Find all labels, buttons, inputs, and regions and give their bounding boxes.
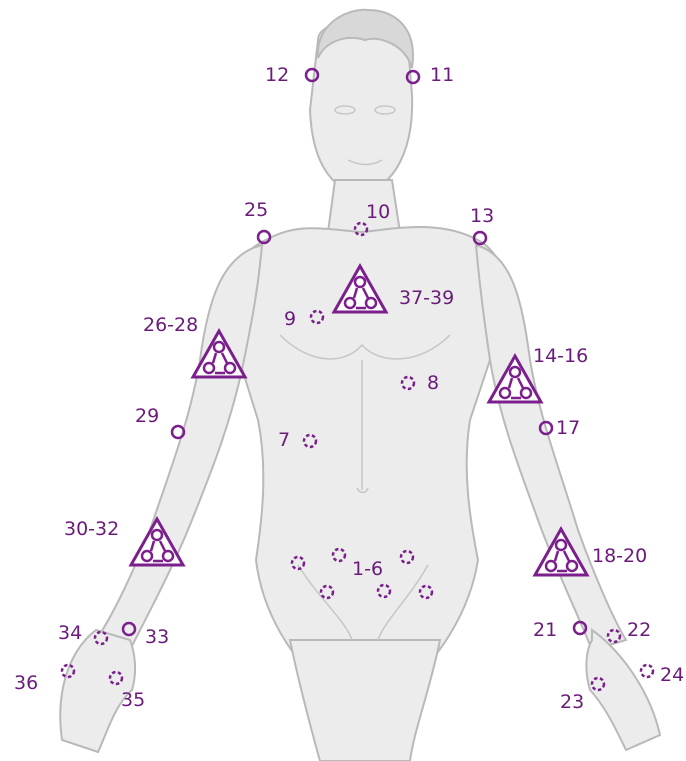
label-34: 34 — [58, 622, 82, 644]
thighs — [290, 640, 440, 761]
label-22: 22 — [627, 619, 651, 641]
label-14-16: 14-16 — [533, 345, 588, 367]
label-13: 13 — [470, 205, 494, 227]
label-35: 35 — [121, 689, 145, 711]
label-11: 11 — [430, 64, 454, 86]
label-7: 7 — [278, 429, 290, 451]
label-29: 29 — [135, 405, 159, 427]
label-25: 25 — [244, 199, 268, 221]
label-33: 33 — [145, 626, 169, 648]
arm-left-side — [96, 245, 262, 650]
label-26-28: 26-28 — [143, 314, 198, 336]
arm-right-side — [476, 245, 626, 650]
label-1-6: 1-6 — [352, 558, 383, 580]
label-8: 8 — [427, 372, 439, 394]
label-37-39: 37-39 — [399, 287, 454, 309]
hand-right-side — [586, 630, 660, 750]
label-21: 21 — [533, 619, 557, 641]
label-12: 12 — [265, 64, 289, 86]
label-9: 9 — [284, 308, 296, 330]
label-17: 17 — [556, 417, 580, 439]
label-10: 10 — [366, 201, 390, 223]
label-36: 36 — [14, 672, 38, 694]
human-figure — [60, 10, 660, 761]
label-30-32: 30-32 — [64, 518, 119, 540]
label-23: 23 — [560, 691, 584, 713]
dashed-circle-marker — [641, 665, 653, 677]
label-24: 24 — [660, 664, 684, 686]
label-18-20: 18-20 — [592, 545, 647, 567]
